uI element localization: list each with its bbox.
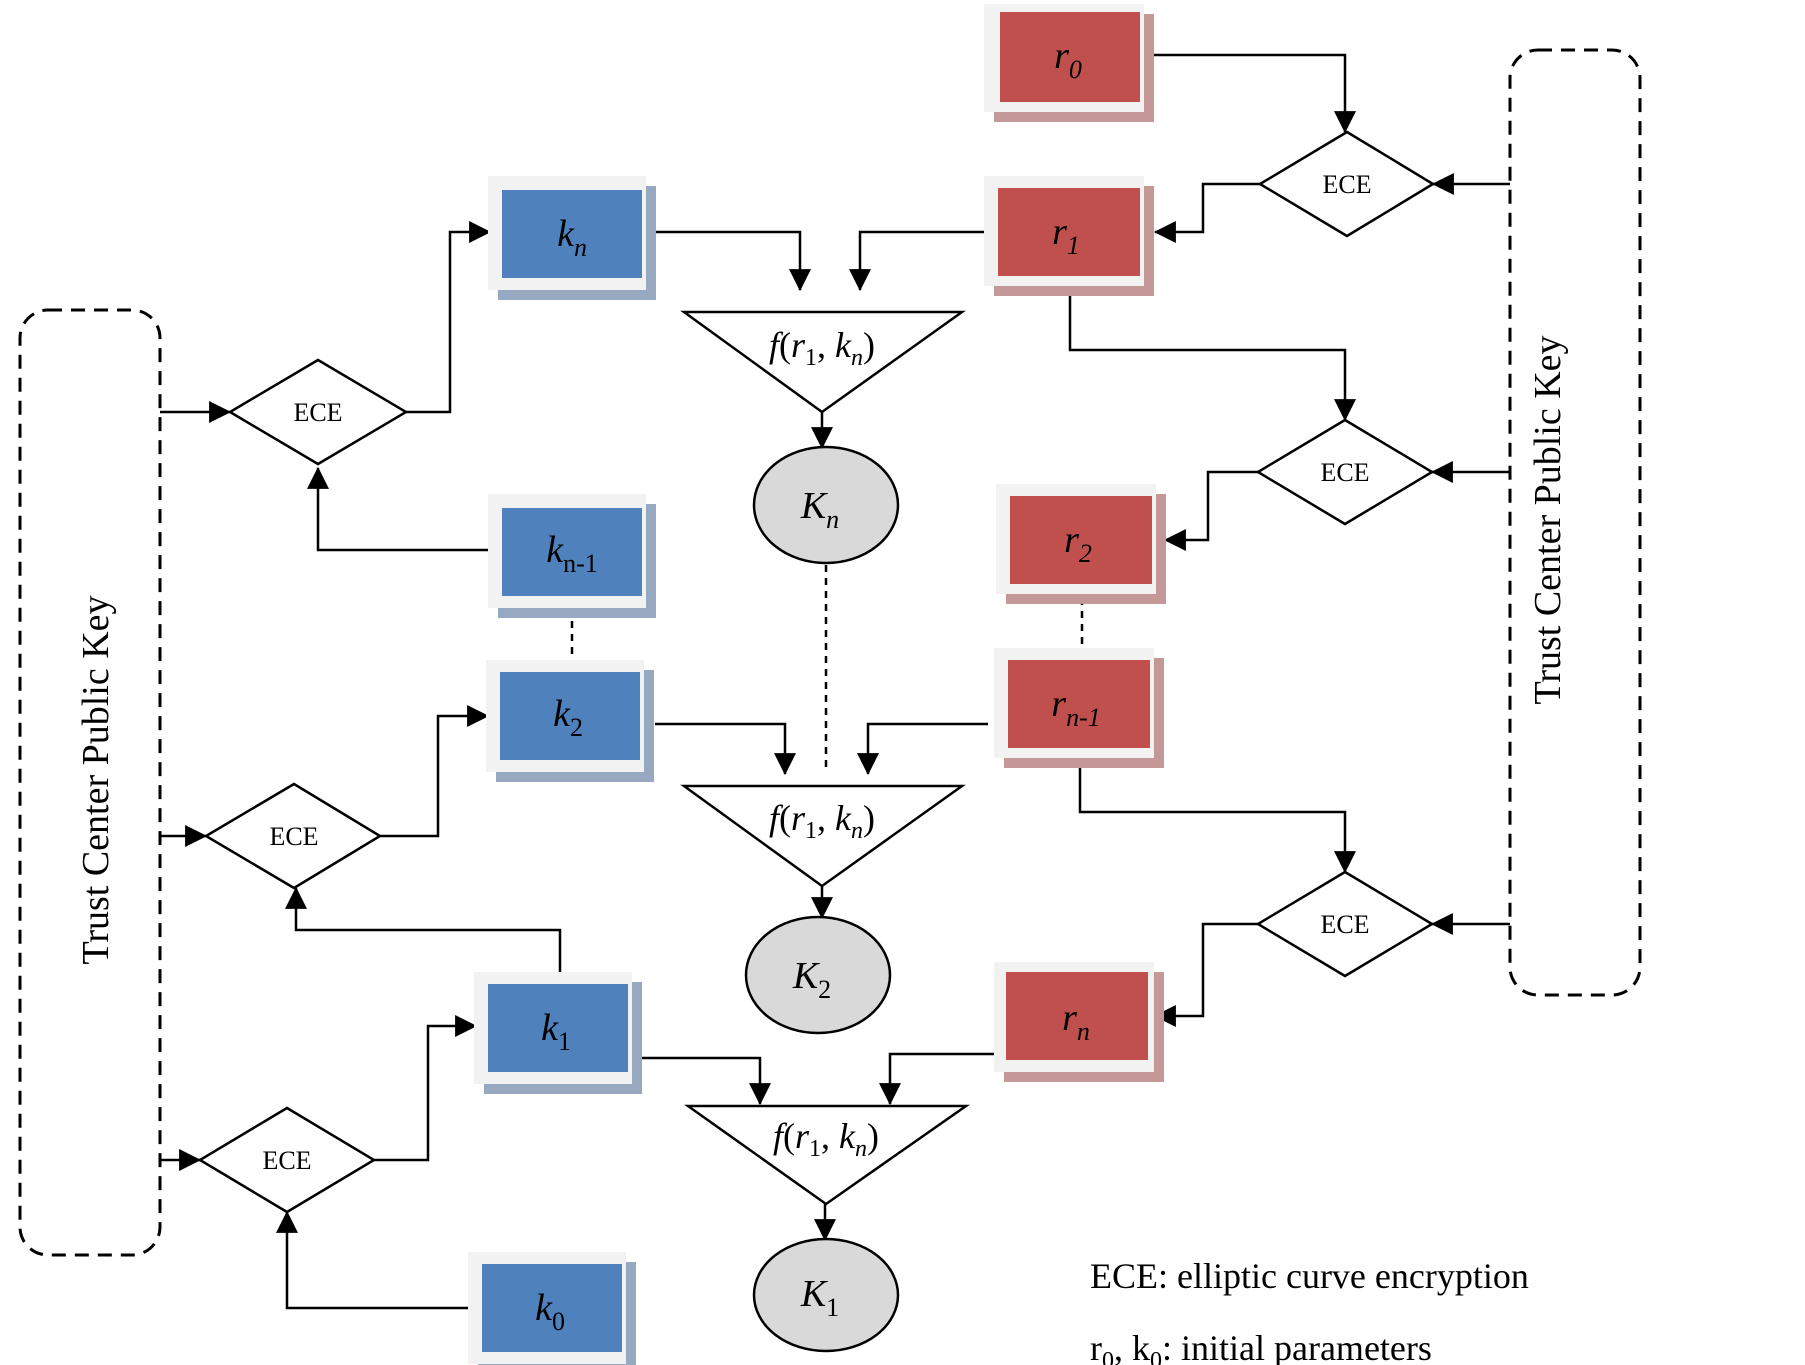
rn1-to-ece-right-bottom-arrow (1078, 760, 1356, 874)
function-top: f(r1, kn) (680, 310, 966, 414)
ece-right-bottom: ECE (1255, 870, 1435, 978)
ece-left-bottom-label: ECE (262, 1146, 311, 1175)
k-box-k1: k1 (474, 972, 642, 1094)
r-box-r1: r1 (984, 176, 1154, 296)
ece-left-mid: ECE (203, 782, 383, 890)
r-box-r2: r2 (996, 484, 1166, 604)
ece-left-mid-label: ECE (269, 822, 318, 851)
r1-to-ece-right-mid-arrow (1068, 290, 1356, 422)
ece-right-bottom-to-rn-arrow (1153, 922, 1258, 1027)
r-box-r0-label: r0 (1054, 35, 1082, 84)
r-box-r1-label: r1 (1052, 211, 1080, 260)
r-box-r2-label: r2 (1064, 519, 1092, 568)
function-middle: f(r1, kn) (680, 784, 966, 888)
rn-to-f-bottom-arrow (879, 1052, 998, 1106)
k1-to-ece-left-mid-arrow (285, 886, 562, 972)
output-Kn-label: Kn (800, 485, 839, 534)
trust-center-right-box (1508, 48, 1642, 997)
kn1-to-ece-left-top-arrow (307, 466, 490, 552)
function-bottom-label: f(r1, kn) (773, 1116, 879, 1162)
r-box-rn1: rn-1 (994, 648, 1164, 768)
rn1-to-f-mid-arrow (857, 722, 988, 776)
ece-left-bottom-to-k1-arrow (374, 1015, 478, 1162)
output-K1-label: K1 (800, 1273, 839, 1322)
function-bottom: f(r1, kn) (684, 1104, 970, 1206)
k-box-kn1-label: kn-1 (546, 529, 598, 578)
ece-right-mid: ECE (1255, 418, 1435, 526)
k-box-k0: k0 (468, 1252, 636, 1365)
ece-right-top: ECE (1257, 130, 1436, 238)
ece-right-top-to-r1-arrow (1153, 182, 1260, 243)
kn-to-f-top-arrow (655, 230, 811, 292)
k-box-k2: k2 (486, 660, 654, 782)
ece-right-mid-to-r2-arrow (1163, 470, 1258, 551)
trust-center-right-label: Trust Center Public Key (1527, 335, 1569, 704)
ece-left-bottom: ECE (197, 1106, 377, 1214)
trust-center-left-label: Trust Center Public Key (75, 595, 117, 964)
r-box-rn1-label: rn-1 (1051, 683, 1100, 732)
r0-to-ece-right-top-arrow (1152, 53, 1356, 134)
ece-left-mid-to-k2-arrow (380, 705, 490, 838)
k-box-k2-label: k2 (553, 693, 583, 742)
k-box-k0-label: k0 (535, 1287, 565, 1336)
r1-to-f-top-arrow (849, 230, 995, 292)
k-box-kn: kn (488, 176, 656, 300)
k-box-kn-label: kn (557, 213, 587, 262)
ece-left-top: ECE (227, 358, 409, 466)
k0-to-ece-left-bottom-arrow (276, 1210, 472, 1310)
legend-initial-parameters: r0, k0: initial parameters (1090, 1328, 1432, 1365)
k2-to-f-mid-arrow (655, 722, 796, 776)
ece-right-bottom-label: ECE (1320, 910, 1369, 939)
ece-right-top-label: ECE (1322, 170, 1371, 199)
function-middle-label: f(r1, kn) (769, 798, 875, 844)
r-box-rn-label: rn (1062, 997, 1090, 1046)
k-box-k1-label: k1 (541, 1007, 571, 1056)
ece-right-mid-label: ECE (1320, 458, 1369, 487)
legend-ece-definition: ECE: elliptic curve encryption (1090, 1256, 1529, 1296)
k-box-kn1: kn-1 (488, 494, 656, 618)
r-box-r0: r0 (984, 4, 1154, 122)
ece-left-top-label: ECE (293, 398, 342, 427)
output-K1: K1 (752, 1237, 900, 1353)
k1-to-f-bottom-arrow (642, 1056, 771, 1106)
trust-center-left-box (18, 308, 162, 1257)
output-K2: K2 (744, 915, 892, 1035)
function-top-label: f(r1, kn) (769, 325, 875, 371)
output-Kn: Kn (752, 445, 900, 565)
r-box-rn: rn (994, 962, 1164, 1082)
ece-left-top-to-kn-arrow (406, 221, 492, 414)
output-K2-label: K2 (792, 955, 831, 1004)
